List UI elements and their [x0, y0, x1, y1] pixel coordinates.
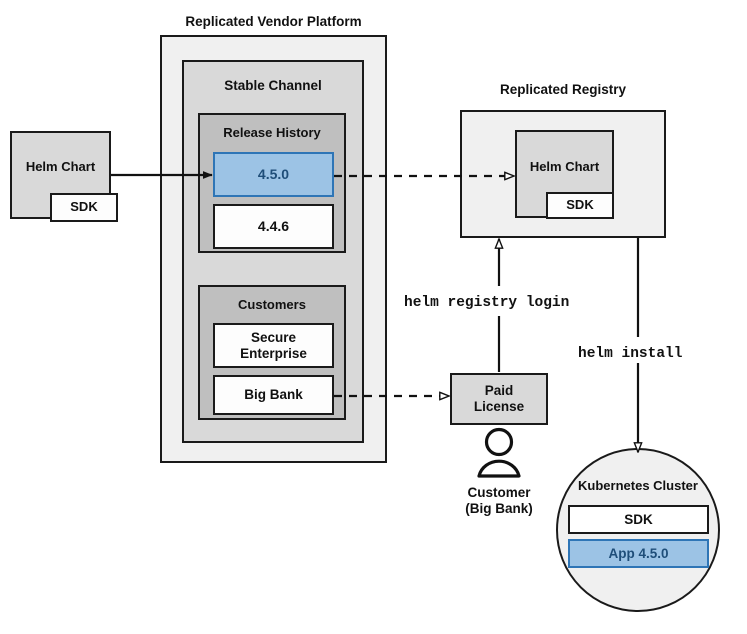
customer-item-big-bank[interactable]: Big Bank: [213, 375, 334, 415]
cluster-component-app: App 4.5.0: [568, 539, 709, 568]
vendor-platform-title: Replicated Vendor Platform: [185, 14, 362, 29]
customer-name-label: Secure Enterprise: [240, 329, 307, 361]
source-sdk-box: SDK: [50, 193, 118, 222]
cluster-component-label: SDK: [624, 511, 653, 527]
kubernetes-cluster-title: Kubernetes Cluster: [578, 478, 698, 493]
person-icon: [477, 427, 521, 478]
registry-helm-chart-label: Helm Chart: [529, 159, 600, 174]
source-sdk-label: SDK: [70, 199, 98, 215]
customer-item-secure-enterprise[interactable]: Secure Enterprise: [213, 323, 334, 368]
registry-sdk-label: SDK: [566, 197, 594, 213]
cluster-component-label: App 4.5.0: [608, 545, 669, 561]
stable-channel-title: Stable Channel: [224, 78, 322, 93]
registry-sdk-box: SDK: [546, 192, 614, 219]
paid-license-box: Paid License: [450, 373, 548, 425]
source-helm-chart-label: Helm Chart: [25, 159, 96, 174]
release-history-title: Release History: [223, 125, 321, 140]
registry-title: Replicated Registry: [499, 82, 627, 97]
release-item-446[interactable]: 4.4.6: [213, 204, 334, 249]
paid-license-label: Paid License: [473, 383, 525, 414]
helm-install-command: helm install: [578, 346, 683, 362]
customers-title: Customers: [238, 297, 306, 312]
helm-registry-login-command: helm registry login: [404, 295, 570, 311]
customer-name-label: Big Bank: [244, 387, 303, 403]
customer-actor-label: Customer (Big Bank): [465, 485, 533, 517]
cluster-component-sdk: SDK: [568, 505, 709, 534]
release-version-label: 4.4.6: [257, 218, 290, 235]
release-version-label: 4.5.0: [257, 166, 290, 183]
release-item-450[interactable]: 4.5.0: [213, 152, 334, 197]
